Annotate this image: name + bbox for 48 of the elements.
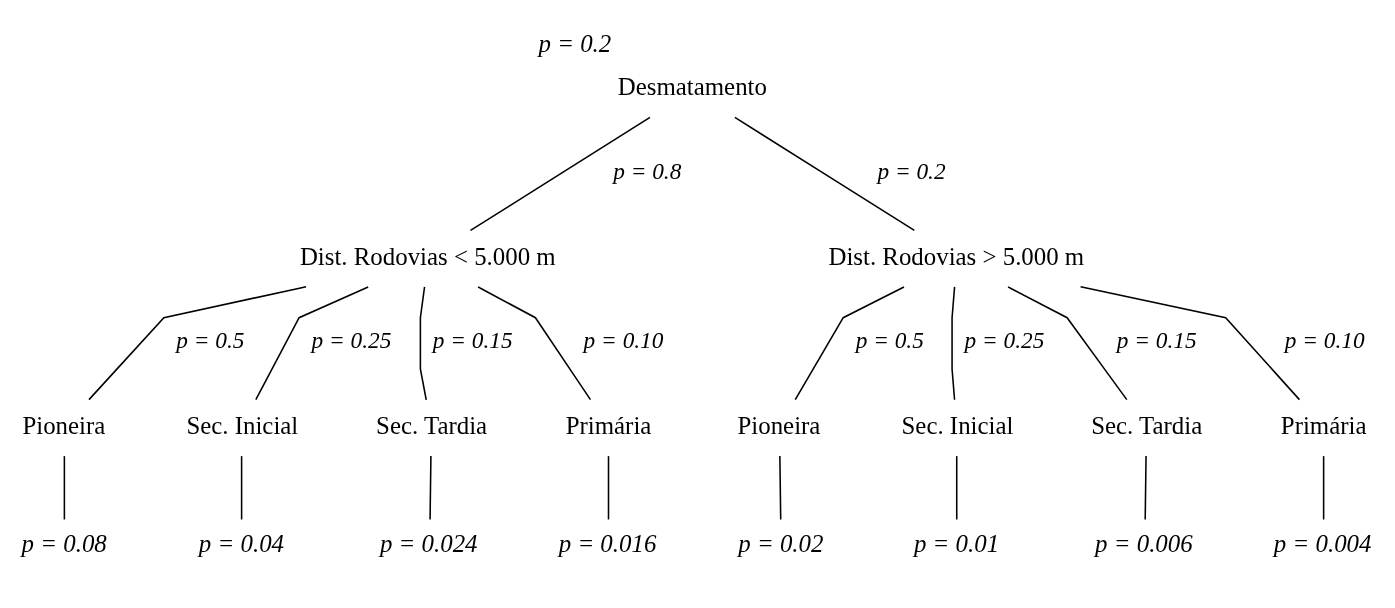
- connector: [477, 285, 592, 400]
- edge-label: p = 0.25: [311, 326, 392, 353]
- edge-label: p = 0.10: [1284, 326, 1365, 353]
- edge-label: p = 0.10: [583, 326, 664, 353]
- connector: [419, 285, 427, 401]
- connector: [951, 285, 956, 401]
- connector: [779, 454, 782, 520]
- node-text: p = 0.08: [21, 529, 107, 557]
- edge-label: p = 0.25: [964, 326, 1045, 353]
- node-text: Sec. Inicial: [186, 411, 299, 439]
- connector: [794, 285, 905, 400]
- connector: [255, 285, 369, 400]
- connector: [734, 116, 916, 231]
- edge-label: p = 0.15: [432, 326, 513, 353]
- connector: [429, 454, 432, 520]
- connector: [1079, 285, 1301, 400]
- connector: [1144, 454, 1147, 520]
- connector: [955, 454, 958, 520]
- connector: [240, 454, 243, 520]
- node-text: Dist. Rodovias < 5.000 m: [299, 242, 556, 270]
- edge-label: p = 0.5: [855, 326, 924, 353]
- connector: [469, 116, 651, 231]
- connector: [1322, 454, 1325, 520]
- node-text: Primária: [565, 411, 652, 439]
- node-text: p = 0.02: [738, 529, 824, 557]
- edge-label: p = 0.5: [176, 326, 245, 353]
- node-text: p = 0.04: [198, 529, 284, 557]
- connector: [607, 454, 610, 520]
- connector: [88, 285, 307, 400]
- edge-label: p = 0.15: [1116, 326, 1197, 353]
- node-text: p = 0.024: [379, 529, 478, 557]
- edge-label: p = 0.8: [613, 157, 682, 184]
- node-label: p = 0.2: [538, 29, 612, 57]
- node-text: Sec. Inicial: [901, 411, 1014, 439]
- edge-label: p = 0.2: [877, 157, 946, 184]
- node-text: p = 0.016: [558, 529, 657, 557]
- node-text: Desmatamento: [617, 72, 767, 100]
- node-text: Pioneira: [737, 411, 821, 439]
- node-text: Sec. Tardia: [1091, 411, 1203, 439]
- connector: [63, 454, 66, 520]
- node-text: Dist. Rodovias > 5.000 m: [828, 242, 1085, 270]
- node-text: p = 0.01: [913, 529, 1000, 557]
- node-text: Sec. Tardia: [376, 411, 488, 439]
- node-text: p = 0.006: [1095, 529, 1193, 557]
- node-text: Primária: [1280, 411, 1367, 439]
- connector: [1007, 285, 1128, 400]
- node-text: Pioneira: [22, 411, 106, 439]
- node-text: p = 0.004: [1273, 529, 1372, 557]
